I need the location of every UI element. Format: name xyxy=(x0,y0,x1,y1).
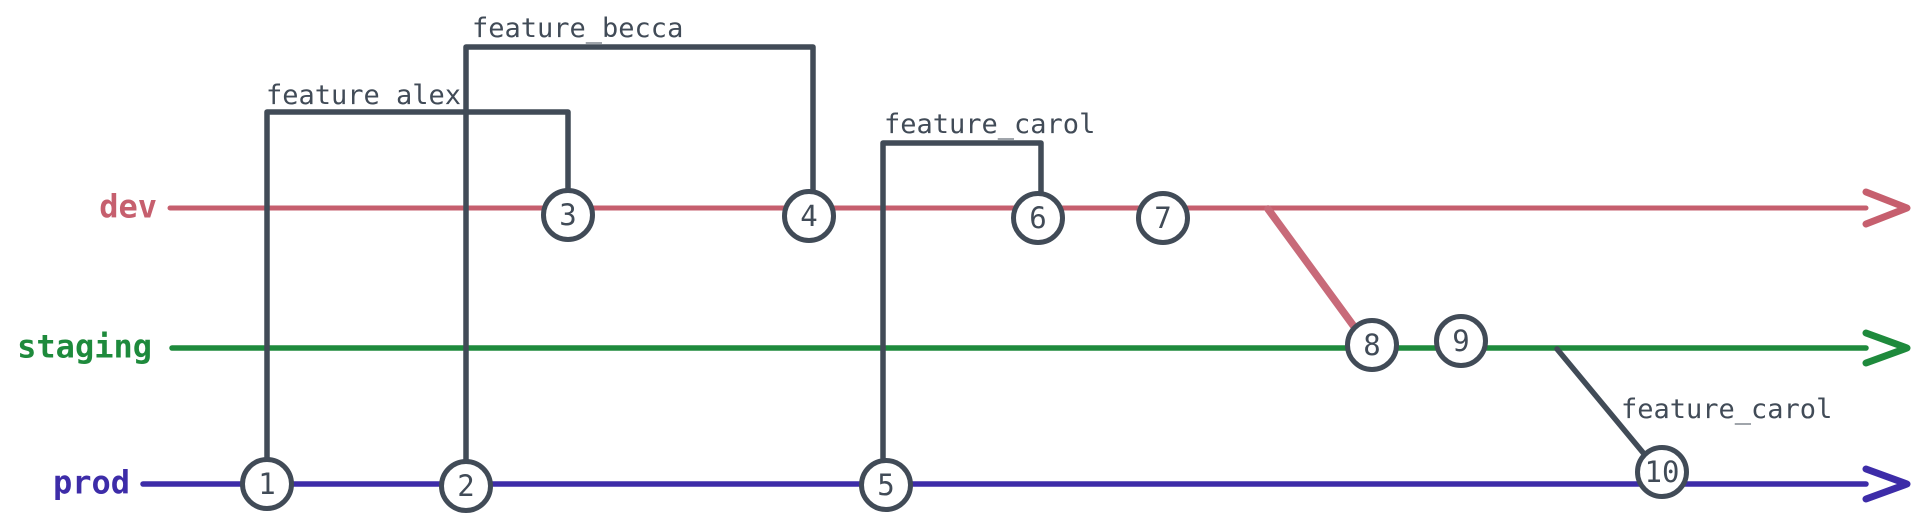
commit-number: 8 xyxy=(1363,327,1381,362)
commit-node: 5 xyxy=(859,458,913,512)
commit-number: 6 xyxy=(1029,200,1047,235)
commit-number: 7 xyxy=(1154,200,1172,235)
commit-number: 10 xyxy=(1644,454,1680,489)
merge-dev-to-staging-line xyxy=(1264,205,1362,336)
commit-node: 3 xyxy=(541,188,595,242)
feature-label-becca: feature_becca xyxy=(472,13,684,44)
commit-node: 10 xyxy=(1635,445,1689,499)
commit-number: 2 xyxy=(457,468,475,503)
feature-alex-connector xyxy=(264,109,571,461)
commit-node: 8 xyxy=(1345,318,1399,372)
staging-arrowhead-icon xyxy=(1862,329,1911,367)
prod-arrowhead-icon xyxy=(1862,465,1911,503)
branch-label-prod: prod xyxy=(52,463,130,502)
commit-node: 1 xyxy=(240,457,294,511)
branch-label-dev: dev xyxy=(99,187,157,226)
commit-node: 9 xyxy=(1434,314,1488,368)
feature-label-carol: feature_carol xyxy=(884,109,1096,140)
feature-label-carol-staging: feature_carol xyxy=(1621,394,1833,425)
feature-carol-staging-connector xyxy=(1554,346,1648,458)
commit-node: 4 xyxy=(782,189,836,243)
commit-number: 3 xyxy=(559,197,577,232)
commit-number: 1 xyxy=(258,466,276,501)
commit-number: 9 xyxy=(1452,323,1470,358)
feature-becca-connector xyxy=(463,44,816,463)
feature-label-alex: feature_alex xyxy=(266,80,462,111)
feature-carol-connector xyxy=(880,140,1044,461)
commit-node: 7 xyxy=(1136,191,1190,245)
commit-number: 5 xyxy=(877,467,895,502)
commit-node: 6 xyxy=(1011,191,1065,245)
branch-label-staging: staging xyxy=(17,327,152,366)
dev-arrowhead-icon xyxy=(1862,188,1911,228)
commit-number: 4 xyxy=(800,198,818,233)
commit-node: 2 xyxy=(439,459,493,513)
